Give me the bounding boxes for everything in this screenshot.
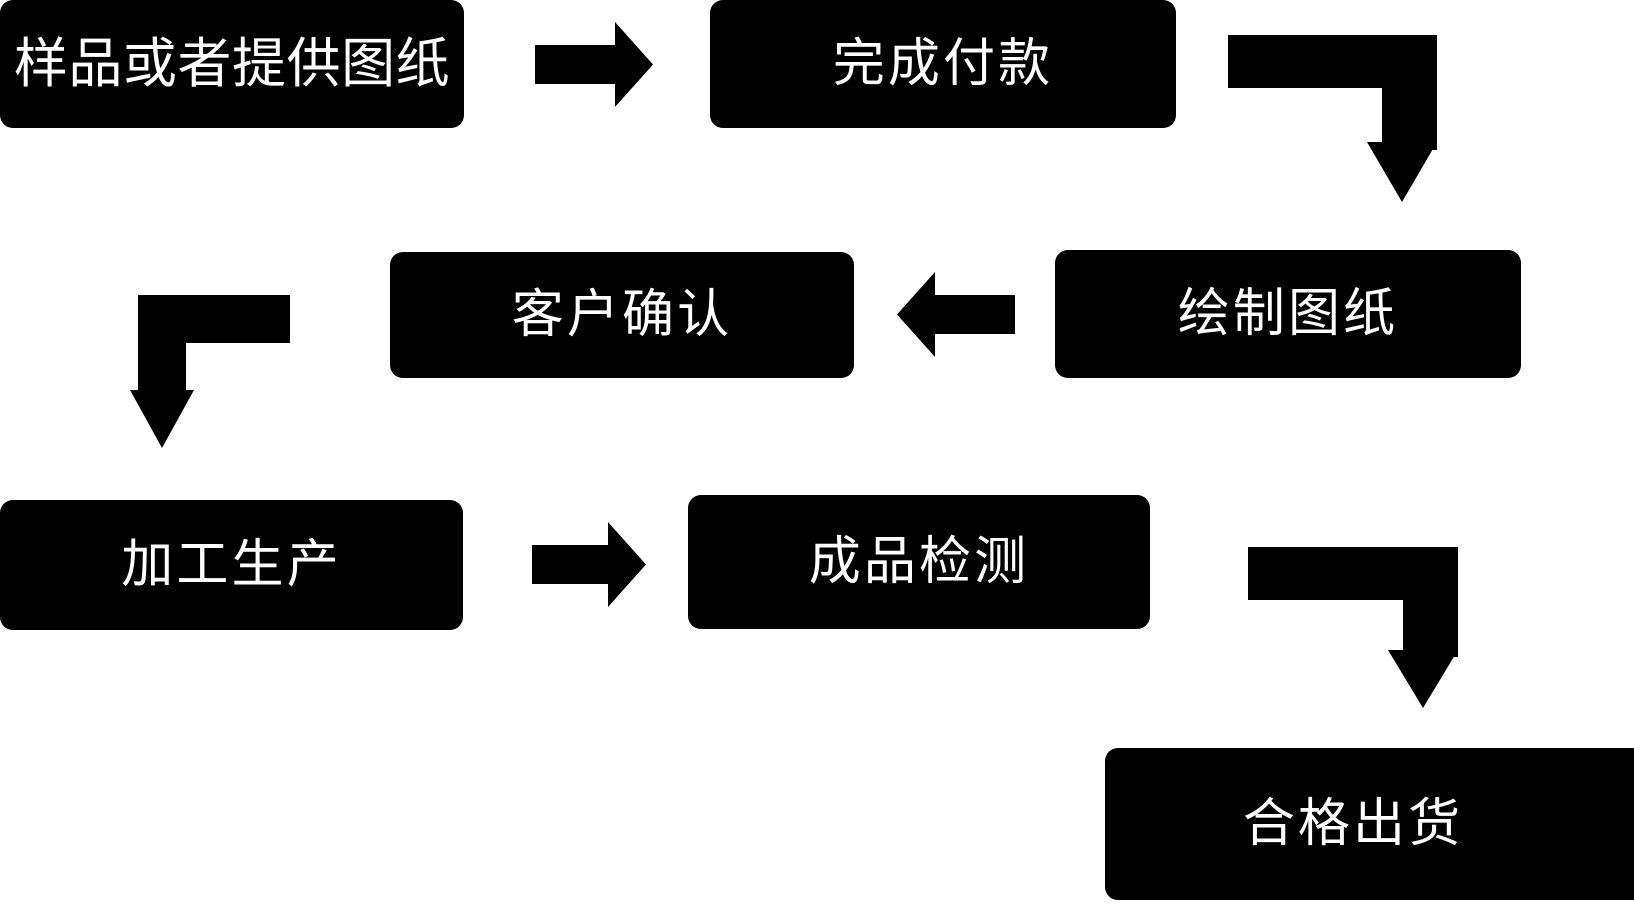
flow-node-shipping-label: 合格出货 bbox=[1242, 794, 1464, 854]
arrow-elbow-down-icon-payment-to-drawing bbox=[1222, 30, 1437, 205]
arrow-elbow-down-icon-confirm-to-production bbox=[130, 290, 290, 450]
flow-node-inspection-label: 成品检测 bbox=[808, 532, 1030, 592]
flow-node-confirm[interactable]: 客户确认 bbox=[390, 252, 854, 378]
arrow-elbow-down-icon-inspection-to-shipping bbox=[1243, 542, 1458, 710]
flow-node-payment[interactable]: 完成付款 bbox=[710, 0, 1176, 128]
flow-node-drawing-label: 绘制图纸 bbox=[1177, 284, 1399, 344]
flow-node-sample[interactable]: 样品或者提供图纸 bbox=[0, 0, 464, 128]
flow-node-production[interactable]: 加工生产 bbox=[0, 500, 463, 630]
flow-node-inspection[interactable]: 成品检测 bbox=[688, 495, 1150, 629]
flow-node-production-label: 加工生产 bbox=[121, 535, 342, 595]
flow-node-payment-label: 完成付款 bbox=[832, 34, 1054, 94]
flow-node-confirm-label: 客户确认 bbox=[511, 285, 733, 345]
flow-node-shipping[interactable]: 合格出货 bbox=[1105, 748, 1634, 900]
arrow-right-icon-production-to-inspection bbox=[532, 522, 652, 607]
arrow-right-icon-sample-to-payment bbox=[535, 22, 655, 107]
arrow-left-icon-drawing-to-confirm bbox=[895, 272, 1015, 357]
flow-node-sample-label: 样品或者提供图纸 bbox=[13, 32, 451, 95]
flow-node-drawing[interactable]: 绘制图纸 bbox=[1055, 250, 1521, 378]
